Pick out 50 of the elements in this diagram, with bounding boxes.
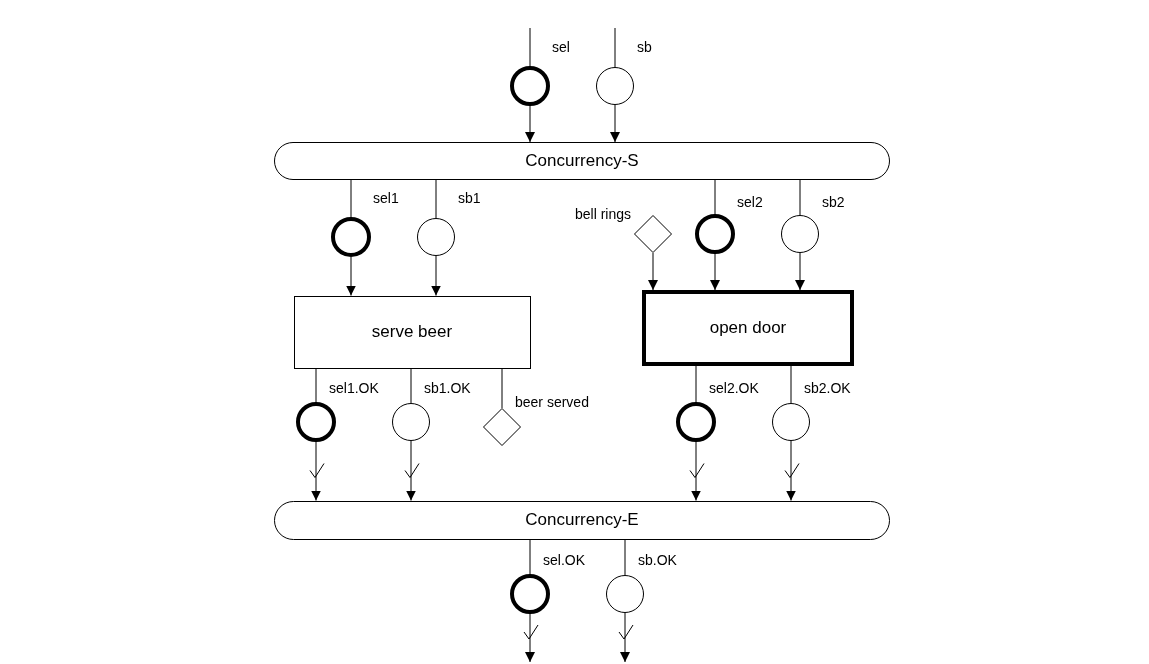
connector-line (410, 368, 412, 404)
connector-line (529, 539, 531, 575)
arrow (620, 612, 630, 663)
arrow (786, 440, 796, 501)
event-diamond (634, 215, 672, 253)
signal-label: sb1 (458, 191, 481, 205)
signal-label: sel.OK (543, 553, 585, 567)
node-label: serve beer (371, 321, 453, 344)
signal-label: beer served (515, 395, 589, 409)
signal-label: sel1 (373, 191, 399, 205)
activity-box (642, 290, 854, 366)
connector-line (714, 179, 716, 215)
node-label: open door (709, 317, 787, 340)
bar-node (274, 142, 890, 180)
arrow (710, 253, 720, 291)
signal-label: sel (552, 40, 570, 54)
signal-label: sb.OK (638, 553, 677, 567)
node-label: Concurrency-E (525, 509, 639, 532)
arrow (311, 441, 321, 501)
connector-line (501, 368, 503, 409)
arrow (406, 440, 416, 501)
arrow (795, 252, 805, 291)
connector-line (790, 365, 792, 404)
signal-label: sb (637, 40, 652, 54)
arrow (691, 441, 701, 501)
signal-label: sel2.OK (709, 381, 759, 395)
connector-line (799, 179, 801, 216)
arrow (610, 104, 620, 143)
connector-line (695, 365, 697, 403)
arrow (648, 252, 658, 291)
connector-line (529, 27, 531, 67)
activity-box (293, 295, 531, 369)
connector-line (624, 539, 626, 576)
signal-label: bell rings (574, 207, 631, 221)
signal-label: sb2 (822, 195, 845, 209)
arrow (346, 256, 356, 296)
connector-line (350, 179, 352, 218)
node-label: Concurrency-S (525, 150, 639, 173)
connector-line (435, 179, 437, 219)
bar-node (274, 500, 890, 540)
signal-label: sb1.OK (424, 381, 471, 395)
arrow (431, 255, 441, 296)
connector-line (315, 368, 317, 403)
arrow (525, 105, 535, 143)
signal-label: sb2.OK (804, 381, 851, 395)
signal-label: sel1.OK (329, 381, 379, 395)
arrow (525, 613, 535, 663)
event-diamond (483, 408, 521, 446)
signal-label: sel2 (737, 195, 763, 209)
connector-line (614, 27, 616, 68)
